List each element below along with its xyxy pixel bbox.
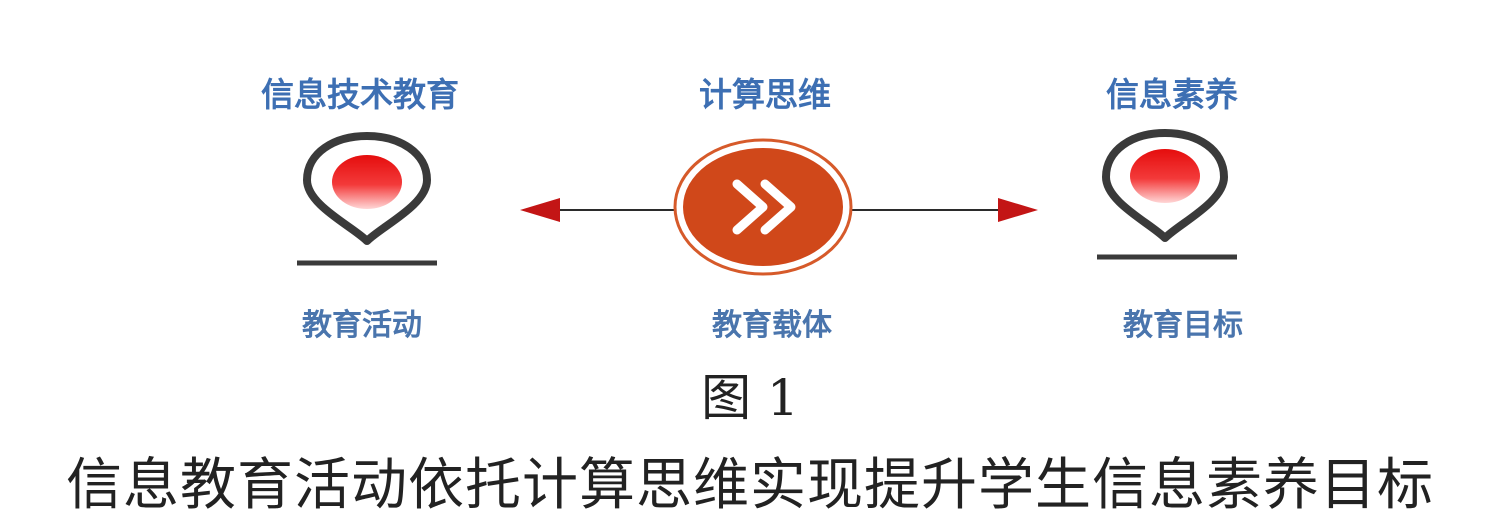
node-title-center: 计算思维 <box>699 75 831 114</box>
node-subtitle-center: 教育载体 <box>712 308 832 343</box>
figure-label: 图 1 <box>701 369 799 427</box>
figure-caption: 信息教育活动依托计算思维实现提升学生信息素养目标 <box>66 453 1434 518</box>
double-chevron-right-icon <box>673 138 853 276</box>
location-pin-icon <box>1097 129 1237 260</box>
node-title-right: 信息素养 <box>1106 75 1238 114</box>
location-pin-icon <box>297 132 437 266</box>
arrowhead-left <box>520 198 560 222</box>
node-subtitle-left: 教育活动 <box>302 308 422 343</box>
node-title-left: 信息技术教育 <box>261 75 459 114</box>
node-subtitle-right: 教育目标 <box>1123 308 1243 343</box>
arrowhead-right <box>998 198 1038 222</box>
